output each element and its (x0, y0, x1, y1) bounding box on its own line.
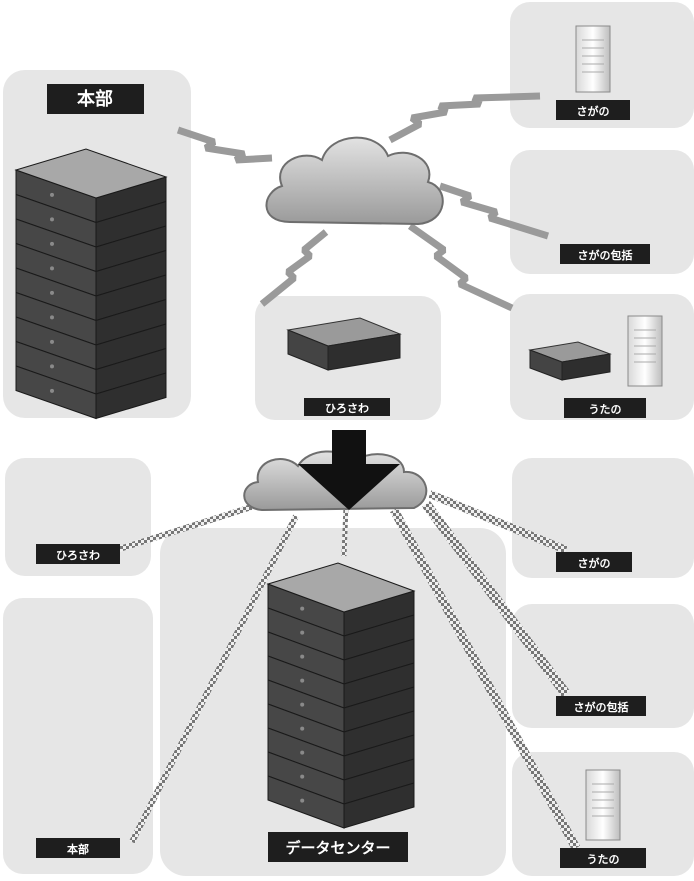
server-unit-led (300, 774, 305, 779)
link-dc-sagano-houkatsu (421, 501, 571, 697)
label-bg-honbu-bottom (36, 838, 120, 858)
label-bg-utano-bottom (560, 848, 646, 868)
label-bg-sagano-houkatsu-bottom (556, 696, 646, 716)
label-bg-datacenter (268, 832, 408, 862)
rack-server-utano (528, 341, 612, 381)
label-bg-sagano-bottom (556, 552, 632, 572)
cloud-top (265, 136, 444, 226)
server-stack-top (14, 148, 168, 199)
link-dc-honbu (129, 514, 299, 844)
label-bg-sagano-houkatsu-top (560, 244, 650, 264)
server-unit-led (50, 192, 54, 197)
label-sagano-top: さがの (577, 104, 610, 118)
link-dc-center (341, 505, 349, 557)
panel-honbu-bottom (3, 598, 153, 874)
server-unit-side (95, 372, 167, 420)
server-unit-led (300, 606, 305, 611)
server-unit-led (50, 364, 54, 369)
server-unit-led (300, 654, 305, 659)
label-utano-top: うたの (589, 403, 622, 416)
rack-server-hirosawa (286, 317, 402, 371)
server-unit-led (300, 702, 305, 707)
label-utano-bottom: うたの (587, 853, 620, 866)
migration-arrow-icon (298, 430, 400, 510)
server-unit-led (50, 315, 54, 320)
server-unit-led (300, 630, 305, 635)
server-unit-led (50, 266, 54, 271)
label-honbu-top: 本部 (77, 88, 113, 110)
tower-server-utano (627, 315, 663, 387)
server-unit-led (300, 798, 305, 803)
server-unit-led (300, 726, 305, 731)
server-stack-honbu (14, 148, 168, 420)
label-hirosawa-top: ひろさわ (325, 402, 369, 415)
server-unit-led (50, 339, 54, 344)
server-unit-led (50, 388, 54, 393)
label-hirosawa-bottom: ひろさわ (56, 549, 100, 562)
label-bg-sagano-top (556, 100, 630, 120)
label-bg-hirosawa-top (304, 398, 390, 416)
tower-server-utano-bottom (585, 769, 621, 841)
links-top (176, 92, 550, 312)
link-dc-sagano (428, 490, 568, 554)
server-unit-side (343, 782, 415, 829)
server-unit-led (300, 678, 305, 683)
label-bg-hirosawa-bottom (36, 544, 120, 564)
link-cloud-sagano (388, 92, 541, 144)
label-bg-utano-top (564, 398, 646, 418)
label-sagano-bottom: さがの (578, 556, 611, 570)
server-stack-top (266, 562, 416, 613)
link-dc-utano (390, 507, 580, 851)
server-unit-led (300, 750, 305, 755)
label-sagano-houkatsu-top: さがの包括 (578, 248, 633, 262)
label-datacenter: データセンター (285, 839, 390, 857)
link-cloud-hirosawa (259, 229, 329, 307)
server-unit-led (50, 217, 54, 222)
server-unit-led (50, 290, 54, 295)
label-honbu-bottom: 本部 (67, 842, 89, 856)
link-honbu-cloud (176, 126, 273, 164)
server-stack-datacenter (266, 562, 416, 829)
panel-sagano-houkatsu-top (510, 150, 694, 274)
label-bg-honbu-top (47, 84, 144, 114)
link-cloud-utano (407, 223, 514, 312)
label-sagano-houkatsu-bottom: さがの包括 (574, 700, 629, 714)
tower-server-sagano (575, 25, 611, 93)
link-cloud-sagano-houkatsu (438, 182, 550, 240)
server-unit-led (50, 241, 54, 246)
